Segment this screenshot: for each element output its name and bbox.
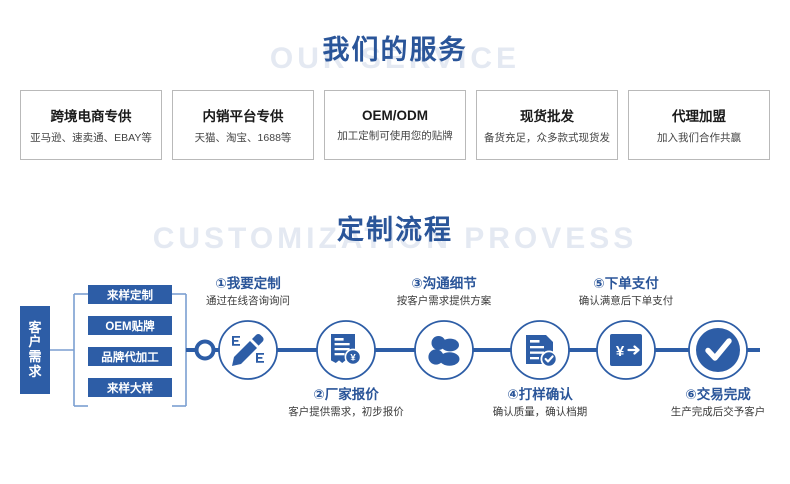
need-type-box[interactable]: 来样大样 bbox=[88, 378, 172, 397]
flow-junction-circle bbox=[194, 339, 216, 361]
service-card-title: OEM/ODM bbox=[362, 107, 428, 123]
step-label-1: ①我要定制 通过在线咨询询问 bbox=[178, 276, 318, 309]
step-label-2: ②厂家报价 客户提供需求，初步报价 bbox=[276, 387, 416, 420]
service-card-subtitle: 亚马逊、速卖通、EBAY等 bbox=[30, 132, 152, 144]
pencil-design-icon bbox=[232, 334, 264, 366]
step-title-6: ⑥交易完成 bbox=[685, 387, 751, 402]
step-desc-1: 通过在线咨询询问 bbox=[206, 294, 290, 307]
step-label-5: ⑤下单支付 确认满意后下单支付 bbox=[556, 276, 696, 309]
service-card-subtitle: 天猫、淘宝、1688等 bbox=[194, 132, 292, 144]
service-card-subtitle: 备货充足，众多款式现货发 bbox=[484, 132, 610, 144]
service-card[interactable]: 跨境电商专供 亚马逊、速卖通、EBAY等 bbox=[20, 90, 162, 160]
step-label-6: ⑥交易完成 生产完成后交予客户 bbox=[648, 387, 788, 420]
two-people-icon bbox=[428, 336, 460, 366]
need-type-box[interactable]: OEM贴牌 bbox=[88, 316, 172, 335]
customer-need-char: 客 bbox=[28, 319, 42, 335]
service-card[interactable]: 现货批发 备货充足，众多款式现货发 bbox=[476, 90, 618, 160]
service-cards-row: 跨境电商专供 亚马逊、速卖通、EBAY等 内销平台专供 天猫、淘宝、1688等 … bbox=[20, 90, 770, 160]
services-title-text: 我们的服务 bbox=[322, 35, 468, 65]
service-card-subtitle: 加入我们合作共赢 bbox=[657, 132, 741, 144]
svg-text:¥: ¥ bbox=[350, 353, 356, 364]
flow-graphics: ¥ ¥ bbox=[50, 293, 760, 407]
step-desc-4: 确认质量，确认档期 bbox=[492, 405, 588, 418]
step-title-3: ③沟通细节 bbox=[411, 276, 477, 291]
step-desc-2: 客户提供需求，初步报价 bbox=[288, 405, 404, 418]
step-title-1: ①我要定制 bbox=[215, 276, 281, 291]
svg-text:¥: ¥ bbox=[616, 343, 625, 360]
service-card[interactable]: OEM/ODM 加工定制可使用您的贴牌 bbox=[324, 90, 466, 160]
customer-need-char: 需 bbox=[28, 349, 42, 364]
flow-watermark-text: CUSTOMIZATION PROVESS bbox=[152, 222, 638, 255]
service-card-title: 代理加盟 bbox=[672, 109, 726, 124]
flow-heading: CUSTOMIZATION PROVESS 定制流程 bbox=[0, 196, 790, 256]
services-watermark-text: OUR SERVICE bbox=[269, 42, 521, 75]
service-card[interactable]: 内销平台专供 天猫、淘宝、1688等 bbox=[172, 90, 314, 160]
need-type-box[interactable]: 来样定制 bbox=[88, 285, 172, 304]
check-circle-icon bbox=[696, 328, 740, 372]
quote-document-icon: ¥ bbox=[331, 334, 362, 366]
document-check-icon bbox=[526, 335, 558, 368]
step-title-4: ④打样确认 bbox=[507, 387, 573, 402]
customization-flow-diagram: ¥ ¥ bbox=[0, 262, 790, 442]
service-card[interactable]: 代理加盟 加入我们合作共赢 bbox=[628, 90, 770, 160]
need-type-box[interactable]: 品牌代加工 bbox=[88, 347, 172, 366]
payment-yen-icon: ¥ bbox=[610, 334, 642, 366]
service-card-title: 内销平台专供 bbox=[202, 109, 284, 124]
customer-need-char: 求 bbox=[28, 363, 42, 379]
services-heading: OUR SERVICE 我们的服务 bbox=[0, 14, 790, 75]
step-label-4: ④打样确认 确认质量，确认档期 bbox=[470, 387, 610, 420]
step-desc-3: 按客户需求提供方案 bbox=[396, 294, 492, 307]
service-card-subtitle: 加工定制可使用您的贴牌 bbox=[337, 129, 453, 142]
step-desc-5: 确认满意后下单支付 bbox=[578, 294, 674, 307]
flow-title-text: 定制流程 bbox=[337, 215, 453, 245]
customer-need-char: 户 bbox=[28, 334, 42, 350]
customer-need-box[interactable]: 客 户 需 求 bbox=[20, 306, 50, 394]
step-circle-3 bbox=[414, 320, 474, 380]
step-title-5: ⑤下单支付 bbox=[593, 276, 659, 291]
service-card-title: 跨境电商专供 bbox=[50, 109, 132, 124]
step-desc-6: 生产完成后交予客户 bbox=[670, 405, 766, 418]
step-title-2: ②厂家报价 bbox=[313, 387, 379, 402]
step-label-3: ③沟通细节 按客户需求提供方案 bbox=[374, 276, 514, 309]
service-card-title: 现货批发 bbox=[520, 109, 574, 124]
